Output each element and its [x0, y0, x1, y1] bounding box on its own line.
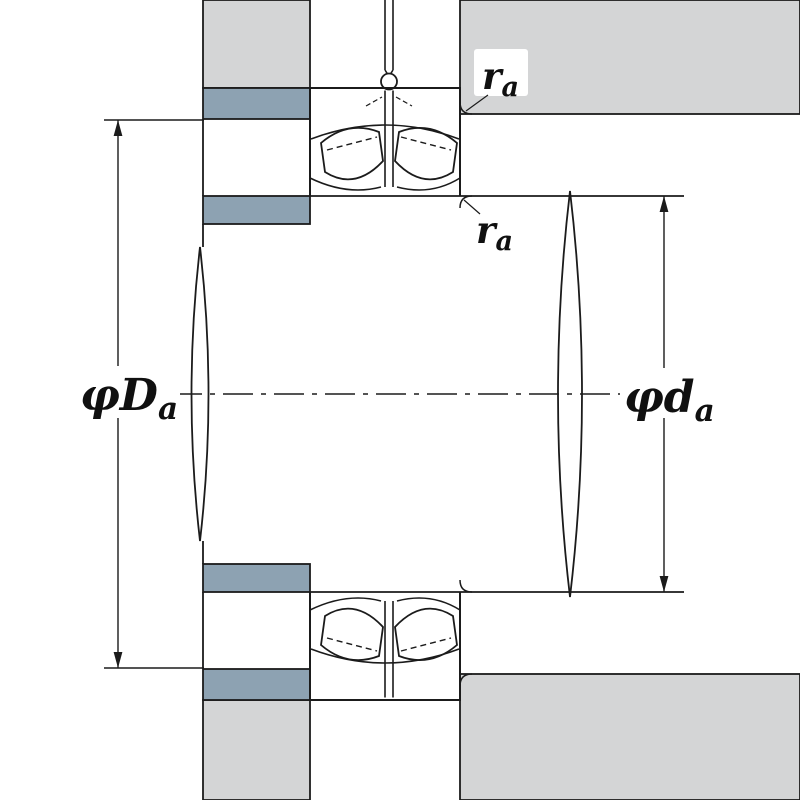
label-shaft-shoulder-diameter: φda	[624, 372, 715, 429]
fillet-radius-arcs	[459, 101, 473, 687]
oil-hole-hidden-lines	[365, 96, 413, 107]
cage-hidden-lines-bottom	[326, 637, 452, 652]
arrowhead-da-bottom	[659, 576, 669, 592]
cage-hidden-lines-top	[326, 136, 452, 151]
fillet-label-shaft: ra	[463, 199, 513, 257]
housing-section-top-left	[202, 0, 311, 89]
pin-ball-tip	[380, 72, 398, 91]
abutment-strips	[202, 87, 311, 701]
housing-shoulder-abutment-top	[202, 87, 311, 120]
shaft-break-symbol	[557, 190, 583, 598]
label-fillet-radius-shaft: ra	[476, 208, 513, 257]
inner-abutment-bottom-left	[202, 563, 311, 593]
label-background-ra-top	[474, 49, 528, 96]
center-guide-bottom	[384, 601, 394, 698]
inner-raceway-top	[309, 177, 461, 191]
arrowhead-da-top	[659, 196, 669, 212]
inner-raceway-bottom	[309, 597, 461, 611]
center-guide-top	[384, 90, 394, 187]
arrowhead-Da-top	[113, 120, 123, 136]
dimension-shaft-shoulder: φda	[620, 196, 720, 592]
roller-top-right	[394, 126, 458, 181]
lubrication-pin	[380, 0, 398, 91]
roller-bottom-right	[394, 607, 458, 662]
arrowhead-Da-bottom	[113, 652, 123, 668]
leader-line-ra-top	[465, 94, 489, 112]
shaft-surface-lines	[310, 195, 684, 593]
roller-top-left	[320, 126, 384, 181]
housing-section-bottom-left	[202, 699, 311, 800]
roller-bottom-left	[320, 607, 384, 662]
pin-shaft-lines	[384, 0, 394, 75]
label-background-da	[620, 368, 720, 418]
housing-sections	[202, 0, 800, 800]
label-fillet-radius-housing: ra	[482, 54, 519, 103]
extension-lines-Da	[104, 119, 204, 669]
housing-section-bottom-right	[459, 673, 800, 800]
housing-shoulder-abutment-bottom	[202, 668, 311, 701]
inner-abutment-top-left	[202, 195, 311, 225]
outer-ring-bottom-outline	[309, 592, 461, 701]
fillet-label-housing: ra	[465, 49, 528, 112]
dimension-housing-shoulder: φDa	[76, 119, 204, 669]
leader-line-ra-mid	[463, 199, 481, 215]
label-housing-shoulder-diameter: φDa	[80, 370, 178, 427]
label-background-Da	[76, 366, 180, 418]
housing-break-symbol	[190, 246, 210, 542]
